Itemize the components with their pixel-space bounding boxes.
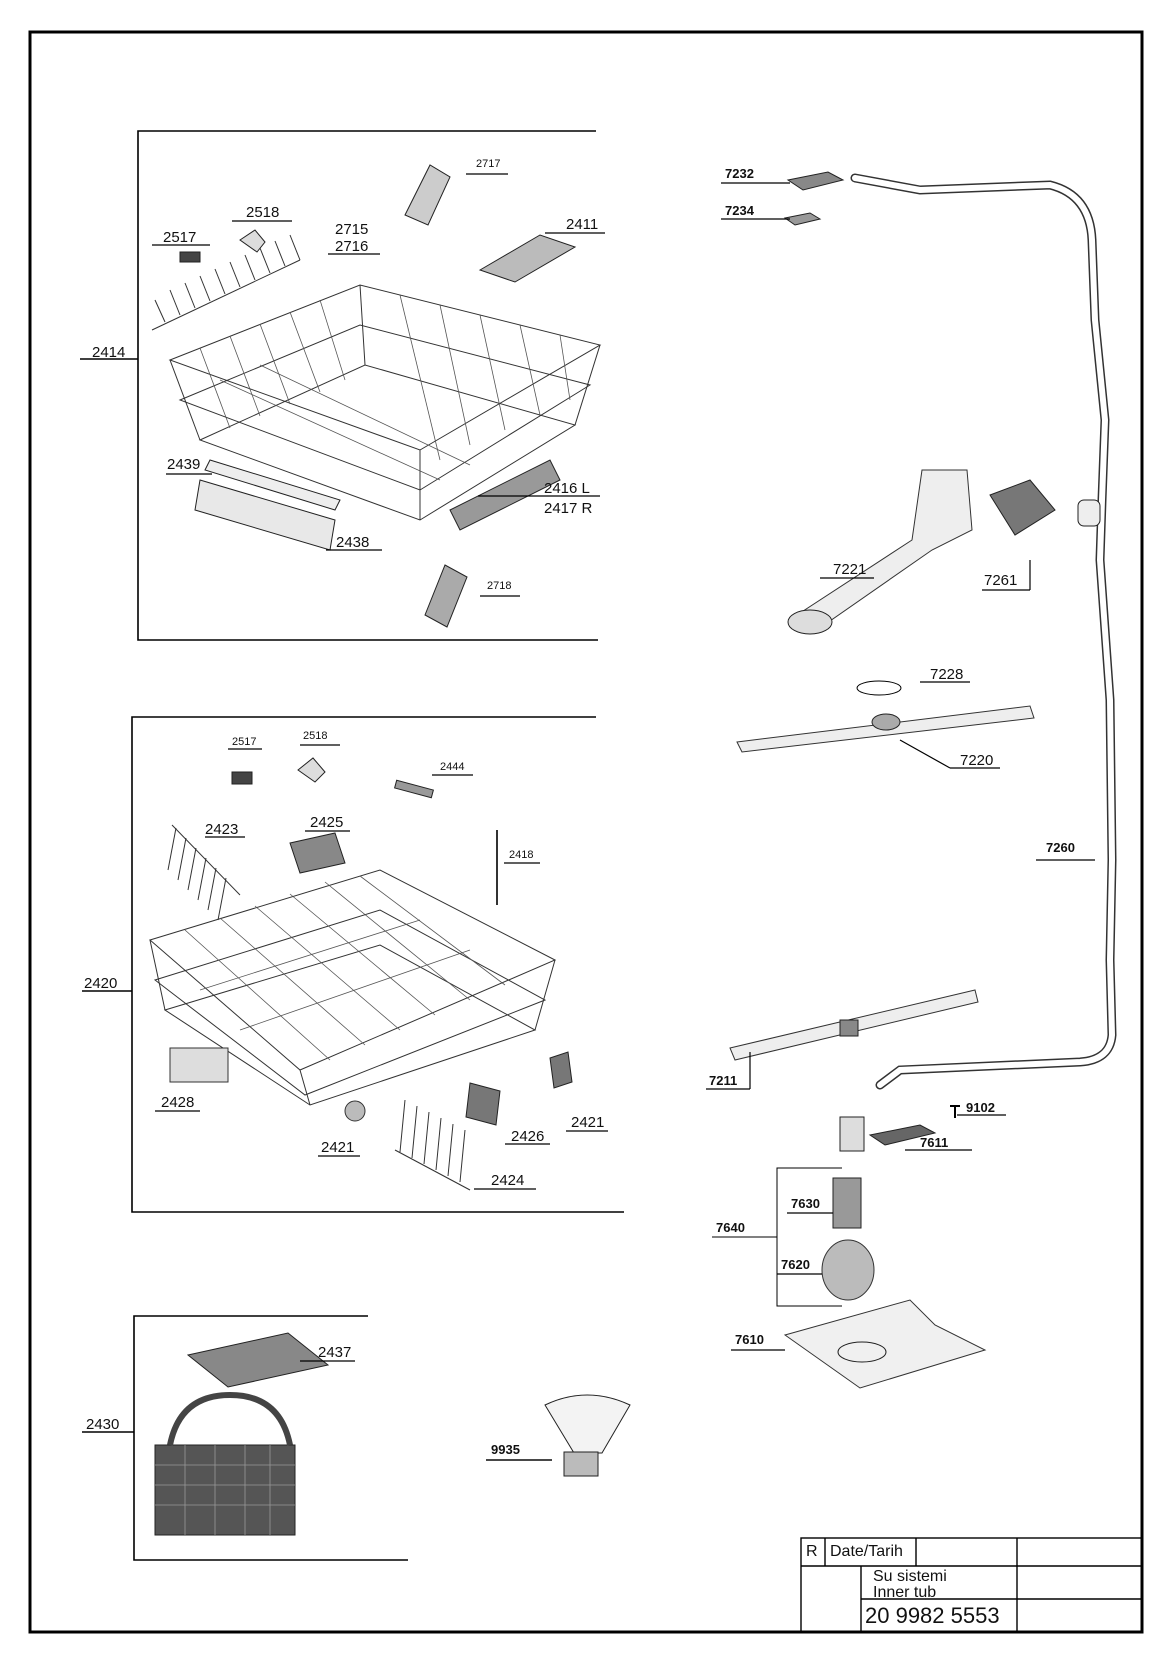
label-2715: 2715 [335,221,369,238]
clip-2518-lower-part [297,757,326,783]
label-2420: 2420 [84,975,118,992]
label-7232: 7232 [725,166,754,181]
label-2423: 2423 [205,821,239,838]
label-7261: 7261 [984,572,1018,589]
label-9935: 9935 [491,1442,520,1457]
label-2437: 2437 [318,1344,352,1361]
lower-bracket [131,716,624,1213]
label-2517-lower: 2517 [232,736,257,748]
label-7228: 7228 [930,666,964,683]
screw-9102-part [950,1105,960,1118]
sheet-border [28,30,1144,1634]
bottom-clip-2718-part [424,564,468,628]
label-2430: 2430 [86,1416,120,1433]
label-2418: 2418 [509,849,534,861]
label-7611: 7611 [920,1135,949,1150]
upper-basket-group [80,130,605,641]
tine-row-upper [151,234,301,331]
clip-2517-part [179,251,201,263]
clip-2518-part [239,229,266,253]
upper-arm-feed-part [796,469,973,631]
label-2716: 2716 [335,238,369,255]
label-2518-lower: 2518 [303,730,328,742]
bracket-2425-part [289,832,346,874]
label-2417R: 2417 R [544,500,593,517]
handle-2428-part [169,1047,229,1083]
front-cover-2438-part [194,479,336,551]
label-2425: 2425 [310,814,344,831]
wheel-2416-part [449,459,561,531]
label-2444: 2444 [440,761,465,773]
top-clip-2717-part [404,164,451,226]
lid-2437-part [186,1332,330,1388]
label-2718: 2718 [487,580,512,592]
label-2438: 2438 [336,534,370,551]
label-7220: 7220 [960,752,994,769]
label-7211: 7211 [709,1073,738,1088]
label-2424: 2424 [491,1172,525,1189]
funnel-group [486,1394,631,1477]
upper-basket-wires [199,294,571,481]
label-2717: 2717 [476,158,501,170]
title-block-date-label: Date/Tarih [830,1543,903,1560]
cutlery-basket-group [82,1315,408,1561]
label-7620: 7620 [781,1257,810,1272]
supply-pipe-part [850,173,1117,1090]
bracket-2426-part [465,1082,501,1126]
cup-rack-2411-part [478,234,577,283]
wheel-2421b-part [549,1051,573,1089]
label-2428: 2428 [161,1094,195,1111]
title-block-drawing-number: 20 9982 5553 [865,1603,1000,1628]
label-2518-upper: 2518 [246,204,280,221]
o-ring-7228-part [856,680,902,696]
coarse-filter-part [821,1239,875,1301]
label-2411: 2411 [566,216,599,233]
title-block [800,1537,1143,1633]
label-2414: 2414 [92,344,126,361]
title-block-title-tr: Su sistemi [873,1568,947,1585]
arm-hub-part [839,1116,865,1152]
connector-7232-part [786,171,845,191]
label-2421-side: 2421 [571,1114,605,1131]
label-2421-front: 2421 [321,1139,355,1156]
pin-2444-part [393,779,435,799]
wheel-2421a-part [344,1100,366,1122]
cutlery-bracket [133,1315,408,1561]
clip-2517-lower-part [231,771,253,785]
upper-bracket [137,130,598,641]
label-9102: 9102 [966,1100,995,1115]
label-2416L: 2416 L [544,480,590,497]
label-7630: 7630 [791,1196,820,1211]
tine-row-2424 [394,1099,471,1191]
lower-basket-group [82,716,624,1213]
funnel-part [544,1394,631,1454]
upper-basket-drawing [168,284,602,521]
water-system-group [486,171,1117,1461]
micro-filter-part [832,1177,862,1229]
label-7221: 7221 [833,561,867,578]
clip-7234-part [783,212,822,226]
cutlery-basket-part [154,1444,296,1536]
feed-adapter-7261-part [989,479,1056,536]
tine-row-2423 [167,824,241,921]
lower-basket-wires [184,875,506,1061]
title-block-rev: R [806,1543,818,1560]
label-2439: 2439 [167,456,201,473]
title-block-title-en: Inner tub [873,1584,937,1601]
label-7234: 7234 [725,203,754,218]
front-panel-2439-part [204,459,341,511]
lower-basket-drawing [148,869,557,1106]
label-7640: 7640 [716,1220,745,1235]
filter-plate-part [783,1299,987,1389]
label-2426: 2426 [511,1128,545,1145]
label-2517-upper: 2517 [163,229,197,246]
label-7610: 7610 [735,1332,764,1347]
label-7260: 7260 [1046,840,1075,855]
